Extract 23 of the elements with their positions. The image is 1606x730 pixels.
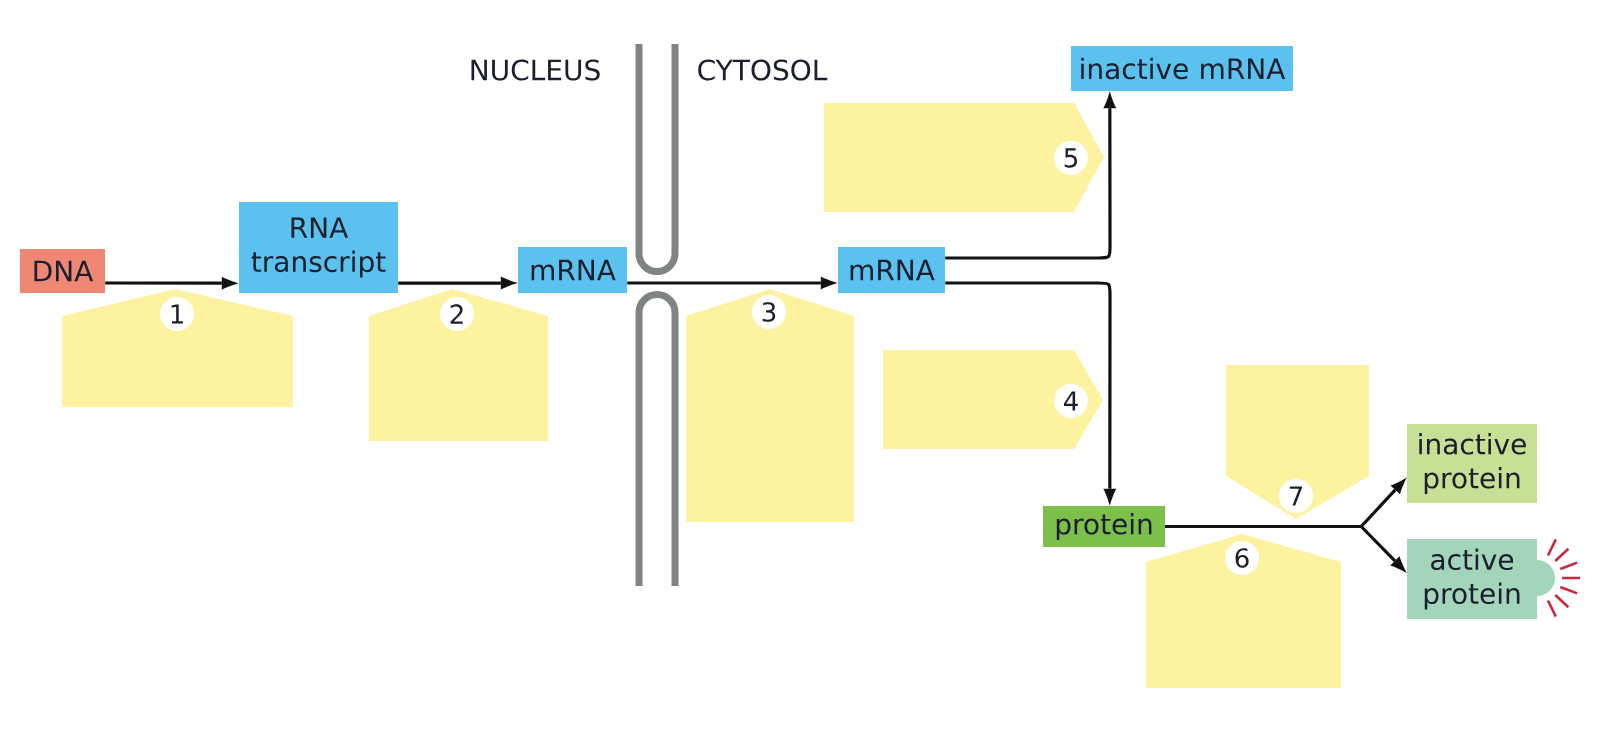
callout-number: 4 — [1054, 384, 1088, 418]
callout-number: 5 — [1054, 141, 1088, 175]
callout-number: 6 — [1225, 541, 1259, 575]
molecule-box: mRNA — [518, 247, 627, 293]
arrow — [945, 91, 1117, 260]
molecule-box: DNA — [20, 249, 105, 293]
region-label: NUCLEUS — [471, 59, 600, 81]
arrow — [1165, 524, 1407, 573]
molecule-box: inactive mRNA — [1071, 46, 1293, 91]
region-label: CYTOSOL — [698, 59, 828, 81]
callout-number: 2 — [440, 297, 474, 331]
arrow — [105, 276, 239, 290]
molecule-box: inactive protein — [1407, 424, 1537, 503]
callout-number: 7 — [1279, 479, 1313, 513]
arrow — [627, 276, 838, 290]
callout-number: 1 — [160, 297, 194, 331]
molecule-box: active protein — [1407, 539, 1555, 619]
molecule-box: RNA transcript — [239, 202, 398, 293]
callout-number: 3 — [752, 295, 786, 329]
arrow — [945, 281, 1117, 506]
molecule-box: mRNA — [838, 247, 945, 293]
arrow — [398, 276, 518, 290]
molecule-box: protein — [1043, 506, 1165, 547]
